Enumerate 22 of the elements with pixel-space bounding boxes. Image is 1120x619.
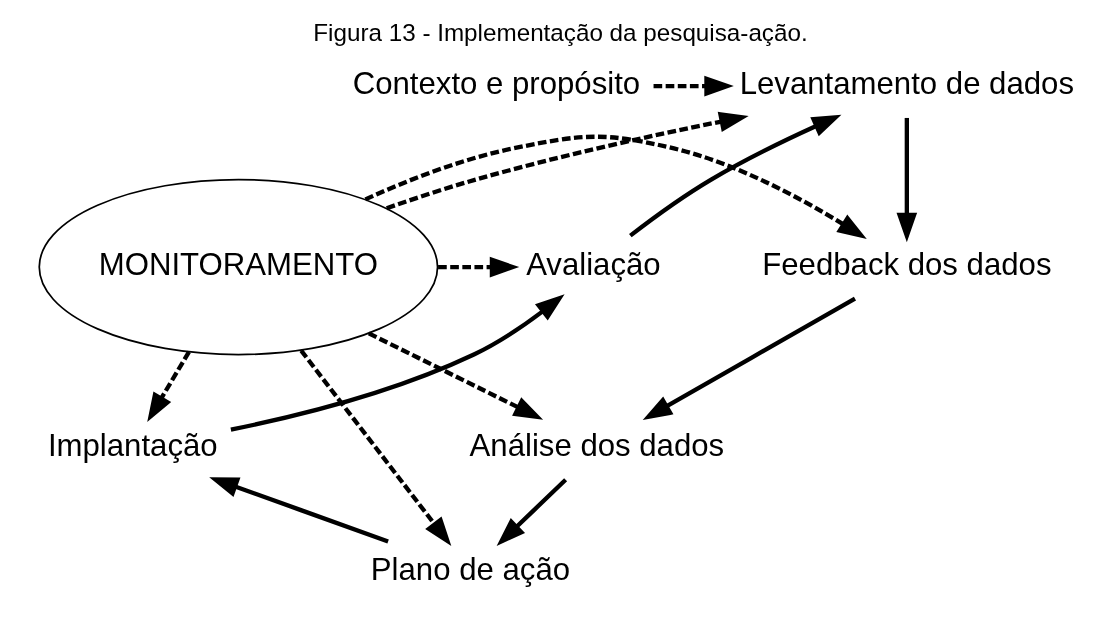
arrow (208, 477, 389, 544)
node-text: Avaliação (525, 246, 661, 282)
caption: Figura 13 - Implementação da pesquisa-ação. (312, 19, 808, 47)
node-text: Feedback dos dados (761, 246, 1051, 282)
node-text: Plano de ação (370, 552, 570, 588)
arrow (367, 331, 543, 420)
arrow (628, 114, 841, 238)
node-text: Levantamento de dados (739, 65, 1074, 101)
arrow (437, 256, 519, 278)
arrow (364, 134, 867, 240)
node-text: Contexto e propósito (352, 65, 640, 101)
arrow (653, 75, 734, 97)
arrow (229, 294, 565, 432)
arrow (298, 349, 451, 547)
arrow (385, 111, 749, 211)
arrow (146, 350, 191, 423)
node-text: Implantação (47, 427, 218, 463)
node-ellipse: MONITORAMENTO (37, 178, 438, 356)
node-text: Análise dos dados (469, 427, 724, 463)
arrow (496, 478, 567, 546)
arrow (896, 117, 917, 243)
arrow (642, 296, 856, 421)
